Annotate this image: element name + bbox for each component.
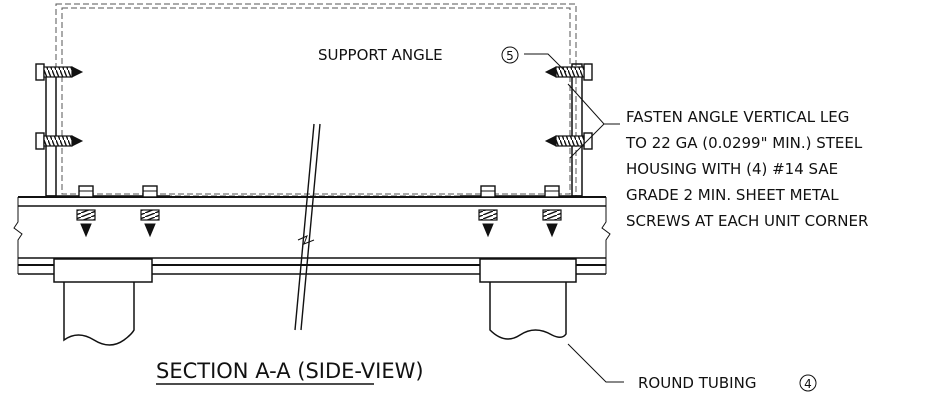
round-tubing-ref-circle [799,374,817,392]
side-screw [35,132,84,150]
leaders [156,53,624,385]
diagonal-rod [294,123,321,331]
note-line-3: HOUSING WITH (4) #14 SAE [626,160,838,178]
vertical-screw [140,185,160,238]
side-screw [544,63,593,81]
note-line-4: GRADE 2 MIN. SHEET METAL [626,186,839,204]
vertical-screw [76,185,96,238]
vertical-screws [76,185,562,238]
tubing-left [53,258,153,346]
round-tubing-label: ROUND TUBING [638,374,756,392]
support-angle-label: SUPPORT ANGLE [318,46,443,64]
note-line-5: SCREWS AT EACH UNIT CORNER [626,212,868,230]
support-angle-ref: 5 [506,49,514,63]
vertical-screw [542,185,562,238]
section-title: SECTION A-A (SIDE-VIEW) [156,359,424,383]
round-tubing-ref: 4 [804,377,812,391]
vertical-screw [478,185,498,238]
side-screw [544,132,593,150]
side-screws [35,63,593,150]
side-screw [35,63,84,81]
note-line-1: FASTEN ANGLE VERTICAL LEG [626,108,849,126]
tubing-right [479,258,577,340]
note-line-2: TO 22 GA (0.0299" MIN.) STEEL [625,134,863,152]
support-angle-ref-circle [501,46,519,64]
